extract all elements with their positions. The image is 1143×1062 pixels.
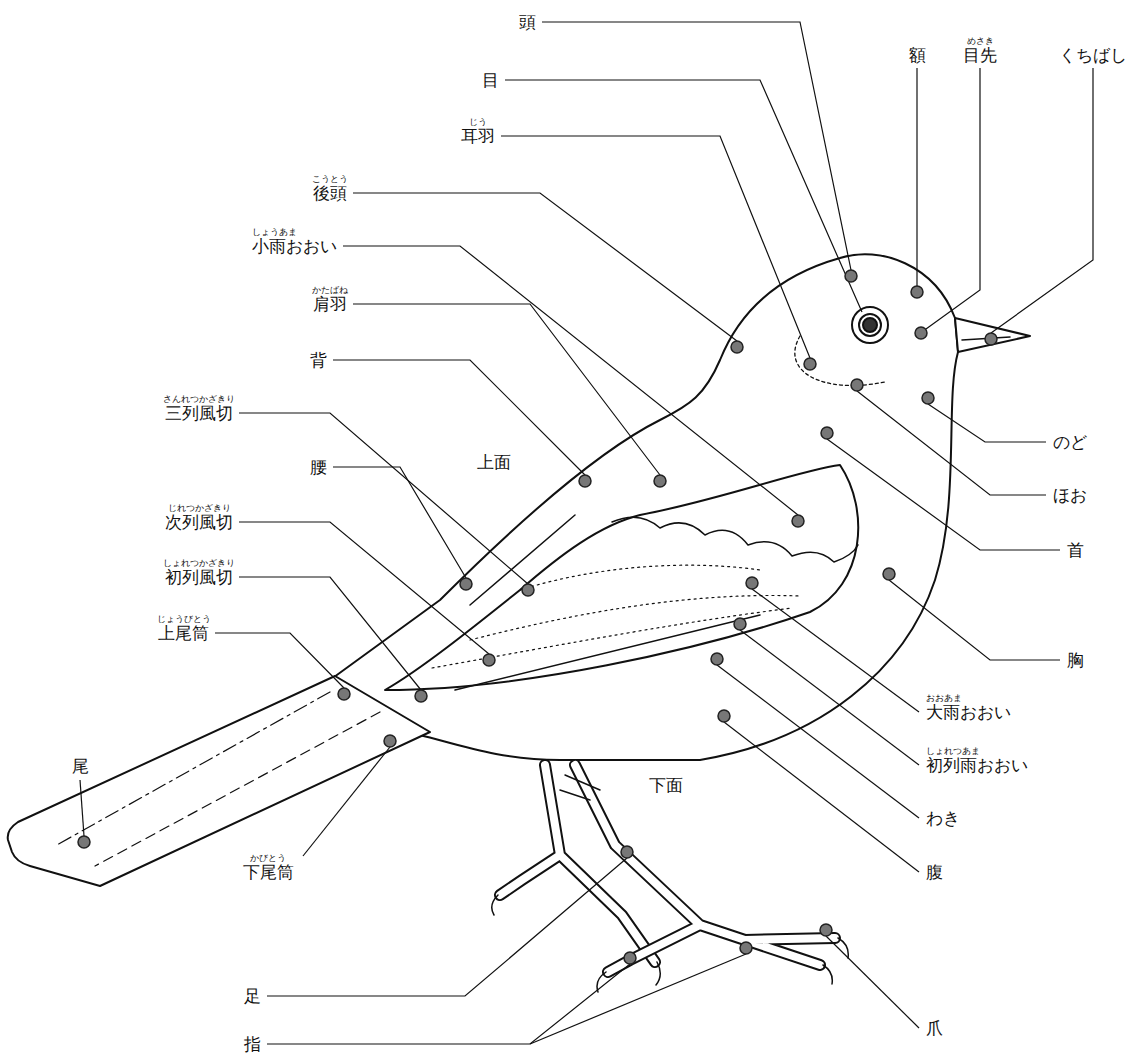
part-label: 腰 — [309, 457, 328, 477]
bird-wing — [385, 465, 858, 690]
tail-line — [95, 712, 380, 866]
part-label: 次列風切 — [164, 512, 234, 532]
bird-eye — [859, 314, 881, 336]
part-label: 頭 — [518, 12, 537, 32]
part-label: 初列風切 — [164, 567, 234, 587]
tail-line — [55, 692, 330, 846]
leader-lines — [80, 22, 1093, 1044]
part-label: わき — [925, 808, 961, 828]
bird-eye — [852, 307, 888, 343]
part-label: 爪 — [925, 1018, 944, 1038]
part-label: 上面 — [476, 452, 512, 472]
part-label: 三列風切 — [164, 403, 234, 423]
feather-edge — [455, 615, 760, 690]
part-label: 指 — [243, 1034, 262, 1054]
part-dots — [78, 270, 997, 964]
part-label: 肩羽 — [312, 294, 348, 314]
part-label: のど — [1052, 432, 1088, 452]
bird-beak — [955, 318, 1030, 352]
part-label: くちばし — [1058, 45, 1128, 65]
part-label: 小雨おおい — [251, 236, 338, 256]
feather-edge — [470, 515, 575, 605]
part-label: 目 — [481, 70, 500, 90]
feather-row — [432, 608, 792, 668]
part-label: 下尾筒 — [242, 862, 295, 882]
part-label: ほお — [1052, 485, 1088, 505]
part-label: 目先 — [962, 45, 998, 65]
part-label: 上尾筒 — [157, 623, 210, 643]
part-label: 額 — [908, 45, 927, 65]
part-label: 後頭 — [312, 183, 348, 203]
part-label: 胸 — [1066, 650, 1085, 670]
part-label: 首 — [1066, 540, 1085, 560]
part-label: 尾 — [71, 756, 90, 776]
part-label: 腹 — [925, 862, 944, 882]
covert-edge — [612, 517, 858, 562]
part-label: 初列雨おおい — [925, 755, 1029, 775]
bird-tail — [8, 676, 430, 886]
bird-body — [330, 254, 958, 760]
feather-row — [520, 565, 760, 590]
part-label: 下面 — [648, 775, 684, 795]
bird-eye — [863, 318, 877, 332]
bird-legs — [492, 765, 849, 992]
part-label: 耳羽 — [460, 126, 496, 146]
part-label: 大雨おおい — [925, 702, 1012, 722]
part-label: 足 — [243, 986, 262, 1006]
part-label: 背 — [309, 350, 328, 370]
